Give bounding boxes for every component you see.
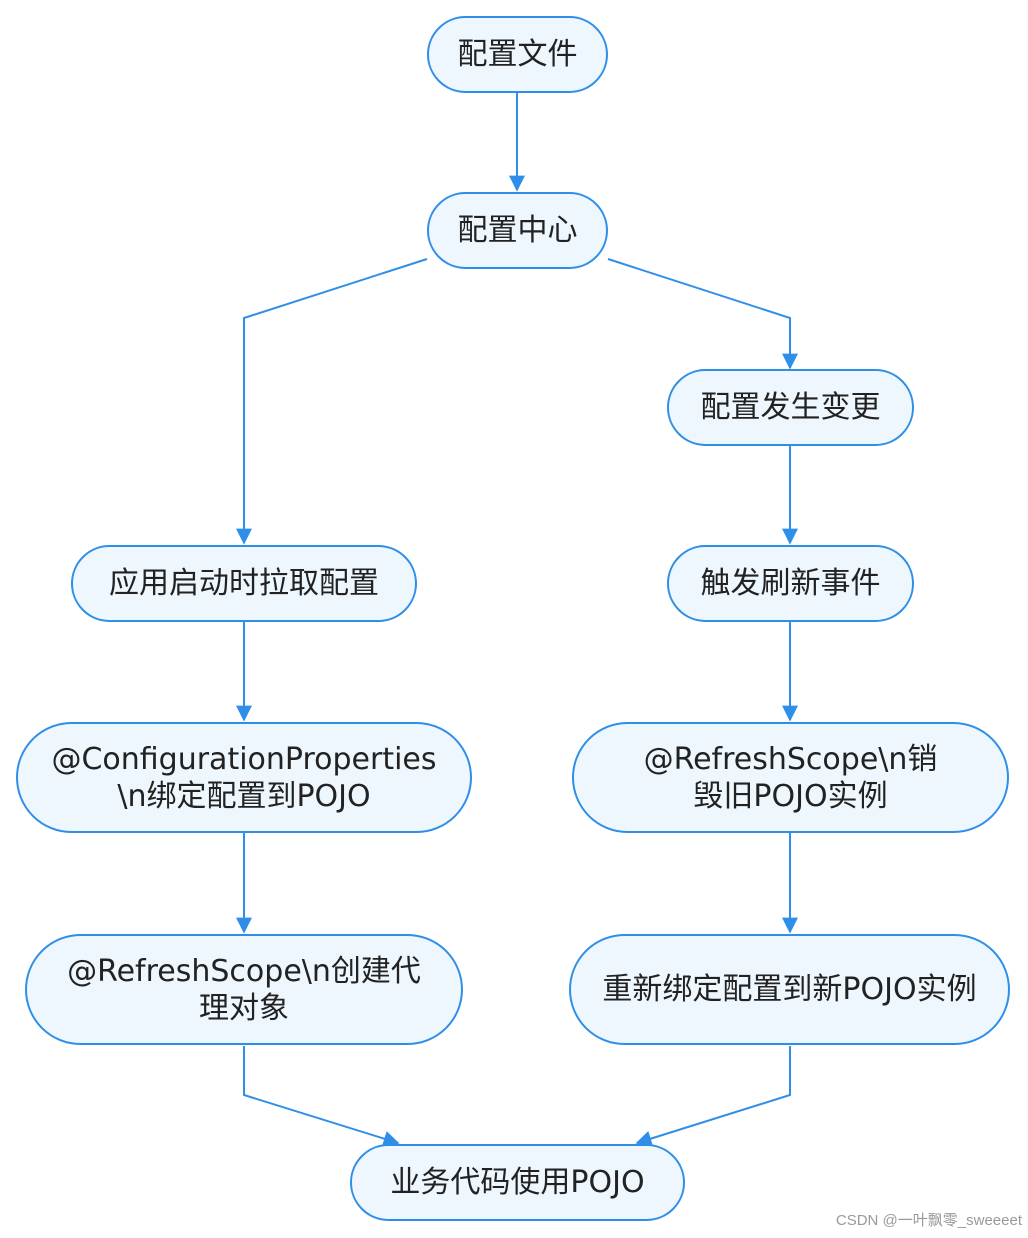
node-config-file: 配置文件 [427, 16, 608, 93]
node-business-use: 业务代码使用POJO [350, 1144, 685, 1221]
watermark: CSDN @一叶飘零_sweeeet [835, 1212, 1022, 1229]
node-config-change: 配置发生变更 [667, 369, 914, 446]
edge-center-to-change [607, 258, 798, 370]
node-config-center: 配置中心 [427, 192, 608, 269]
edge-rebind-to-business [635, 1046, 791, 1147]
node-startup-pull: 应用启动时拉取配置 [71, 545, 417, 622]
edge-proxy-to-business [243, 1046, 400, 1147]
edge-center-to-startup [236, 258, 428, 545]
node-refresh-scope-proxy: @RefreshScope\n创建代理对象 [25, 934, 463, 1045]
node-config-properties-bind: @ConfigurationProperties\n绑定配置到POJO [16, 722, 472, 833]
node-trigger-refresh: 触发刷新事件 [667, 545, 914, 622]
node-rebind-new: 重新绑定配置到新POJO实例 [569, 934, 1010, 1045]
node-refresh-scope-destroy: @RefreshScope\n销毁旧POJO实例 [572, 722, 1009, 833]
